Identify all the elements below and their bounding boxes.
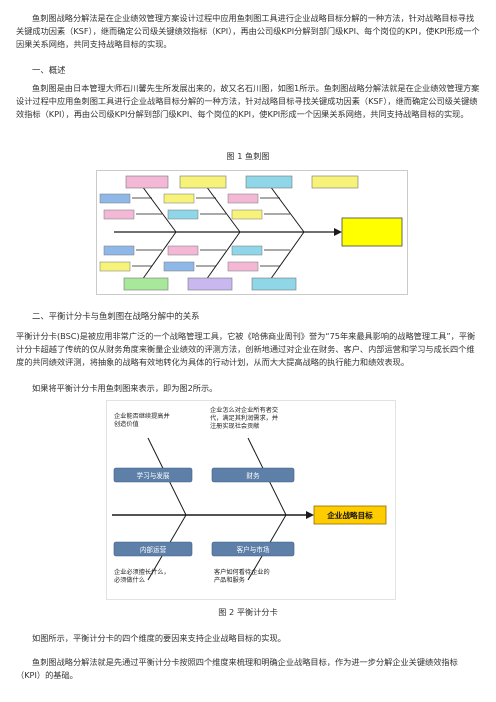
note-finance-line3: 注册实现社会贡献 [210,422,260,430]
fig1-cause-box [125,175,169,189]
fig1-rib [141,185,177,233]
box-learning [113,467,193,483]
fig1-rib [269,185,305,233]
fig2-frame [106,400,396,600]
fig1-cause-box [187,277,233,291]
fig1-effect-box [341,217,403,247]
section1-heading: 一、概述 [32,65,66,75]
fig1-cause-box [251,277,297,291]
box-finance [211,467,295,483]
fig1-sub-box [103,245,135,256]
box-learning-label: 学习与发展 [137,471,170,480]
note-learning-line2: 创造价值 [114,420,139,428]
box-strategic-goal [313,505,387,525]
note-learning-line1: 企业能否继续提高并 [114,412,170,420]
closing-paragraph: 鱼刺图战略分解法就是先通过平衡计分卡按照四个维度来梳理和明确企业战略目标，作为进… [16,657,458,680]
fig1-sub-box [163,193,195,204]
figure1-caption: 图 1 鱼刺图 [226,151,270,161]
note-customer-line1: 客户如何看待企业的 [214,568,270,576]
box-customer [211,541,295,557]
note-internal-line1: 企业必须擅长什么， [114,568,170,576]
fig1-rib [269,231,305,281]
box-finance-label: 财务 [246,471,260,480]
fig1-sub-box [167,245,199,256]
box-internal [113,541,193,557]
fig1-rib [205,185,241,233]
box-customer-label: 客户与市场 [237,545,270,554]
box-strategic-goal-label: 企业战略目标 [326,510,373,520]
note-internal-line2: 必须做什么 [114,576,145,584]
fig1-sub-box [227,261,259,272]
fishbone-figure-1 [96,170,408,295]
fig1-sub-box [231,209,263,220]
note-customer-line2: 产品和服务 [214,576,245,584]
fig1-sub-box [99,261,131,272]
fishbone-figure-2: 企业能否继续提高并 创造价值 企业怎么对企业所有者交 代，满足其利润需求，并 注… [106,400,396,600]
fig1-sub-box [167,209,199,220]
fig1-rib [205,231,241,281]
fig2-arrowhead [306,511,314,519]
section1-paragraph: 鱼刺图是由日本管理大师石川馨先生所发展出来的，故又名石川图，如图1所示。鱼刺图战… [16,83,480,119]
figure2-lead: 如果将平衡计分卡用鱼刺图来表示，即为图2所示。 [32,383,218,393]
note-finance-line2: 代，满足其利润需求，并 [210,414,278,422]
section2-heading: 二、平衡计分卡与鱼刺图在战略分解中的关系 [32,311,200,321]
fig1-sub-box [163,261,195,272]
fig1-sub-box [227,193,259,204]
fig1-cause-box [245,175,293,189]
fig1-sub-box [231,245,263,256]
fig1-cause-box [123,277,169,291]
figure2-explanation: 如图所示，平衡计分卡的四个维度的要因来支持企业战略目标的实现。 [32,633,286,643]
figure2-caption: 图 2 平衡计分卡 [218,607,278,617]
note-finance-line1: 企业怎么对企业所有者交 [210,406,278,414]
fig1-sub-box [99,193,131,204]
fig1-rib [141,231,177,281]
section2-paragraph: 平衡计分卡(BSC)是被应用非常广泛的一个战略管理工具，它被《哈佛商业周刊》誉为… [16,331,476,367]
fig1-sub-box [103,209,135,220]
fig1-arrowhead [334,228,342,236]
intro-paragraph: 鱼刺图战略分解法是在企业绩效管理方案设计过程中应用鱼刺图工具进行企业战略目标分解… [16,13,480,49]
box-internal-label: 内部运营 [140,545,167,554]
fig1-cause-box [311,175,359,189]
fig1-cause-box [179,175,227,189]
